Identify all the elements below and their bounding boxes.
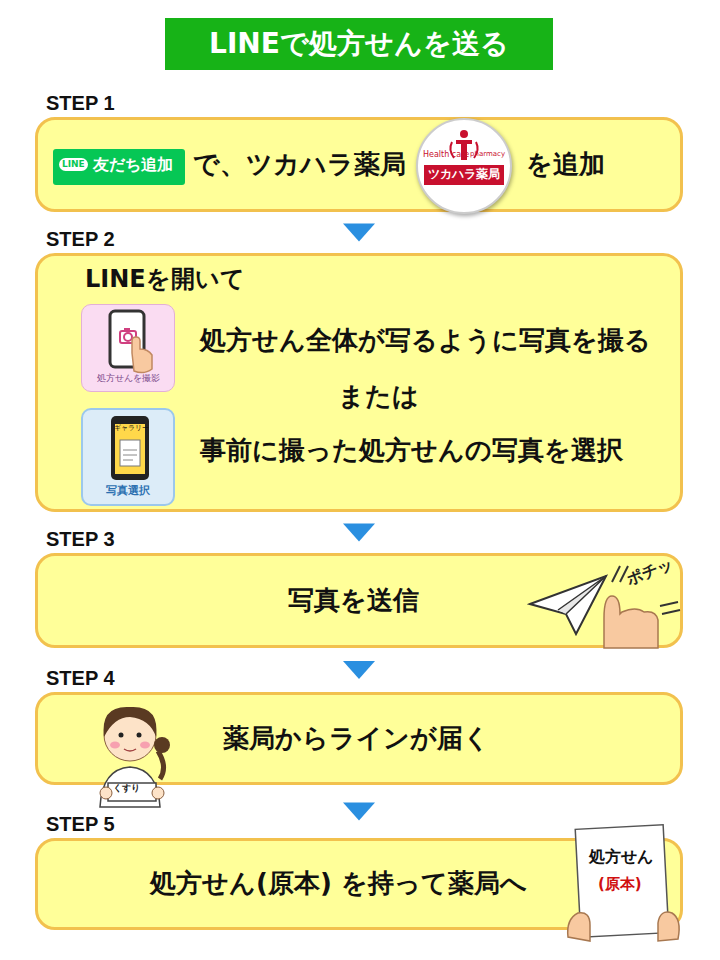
card-label: くすり	[113, 783, 140, 795]
step-box: STEP 4薬局からラインが届くくすり	[35, 692, 683, 785]
step-text: または	[338, 380, 419, 414]
arrow-head	[343, 803, 375, 821]
paper-note: (原本)	[598, 875, 642, 895]
flow-arrow	[343, 524, 375, 542]
step-box: STEP 3写真を送信ポチッ	[35, 553, 683, 648]
step-heading: STEP 3	[46, 526, 115, 552]
step-text: 処方せん全体が写るように写真を撮る	[200, 324, 651, 358]
logo-subtext: pharmacy	[470, 150, 505, 159]
logo-name: ツカハラ薬局	[424, 165, 504, 185]
step-heading: STEP 2	[46, 226, 115, 252]
title-banner: LINEで処方せんを送る	[165, 18, 553, 70]
line-add-button: LINE 友だち追加	[53, 149, 185, 185]
flow-arrow	[343, 224, 375, 242]
step-text: 薬局からラインが届く	[223, 722, 490, 756]
step-text: 写真を送信	[288, 584, 419, 618]
camera-icon: 処方せんを撮影	[81, 304, 175, 392]
step-box: STEP 1で、ツカハラ薬局を追加LINE友だち追加 Health careph…	[35, 117, 683, 212]
line-badge: LINE	[59, 158, 88, 171]
sound-effect: ポチッ	[624, 554, 676, 590]
logo-subtext: Health care	[423, 150, 469, 160]
paper-title: 処方せん	[589, 847, 653, 868]
arrow-head	[343, 661, 375, 679]
step-text: 事前に撮った処方せんの写真を選択	[200, 434, 623, 468]
step-text: 処方せん(原本) を持って薬局へ	[150, 867, 527, 901]
step-box: STEP 5処方せん(原本) を持って薬局へ処方せん(原本)	[35, 838, 683, 930]
step-heading: STEP 1	[46, 90, 115, 116]
icon-caption: 処方せんを撮影	[84, 373, 172, 385]
arrow-head	[343, 524, 375, 542]
title-text: LINEで処方せんを送る	[165, 18, 553, 70]
flow-arrow	[343, 803, 375, 821]
pharmacy-logo: Health carepharmacy ツカハラ薬局	[416, 118, 512, 214]
step-heading: STEP 5	[46, 811, 115, 837]
arrow-head	[343, 224, 375, 242]
screen-text: ギャラリー	[114, 424, 149, 433]
step-text: で、ツカハラ薬局	[193, 148, 406, 182]
step-heading: STEP 4	[46, 665, 115, 691]
icon-caption: 写真選択	[83, 484, 173, 498]
step-text: LINEを開いて	[85, 264, 245, 295]
step-box: STEP 2LINEを開いて処方せん全体が写るように写真を撮るまたは事前に撮った…	[35, 253, 683, 512]
gallery-icon: ギャラリー写真選択	[81, 408, 175, 506]
button-text: 友だち追加	[93, 155, 173, 176]
step-text: を追加	[526, 148, 605, 182]
flow-arrow	[343, 661, 375, 679]
